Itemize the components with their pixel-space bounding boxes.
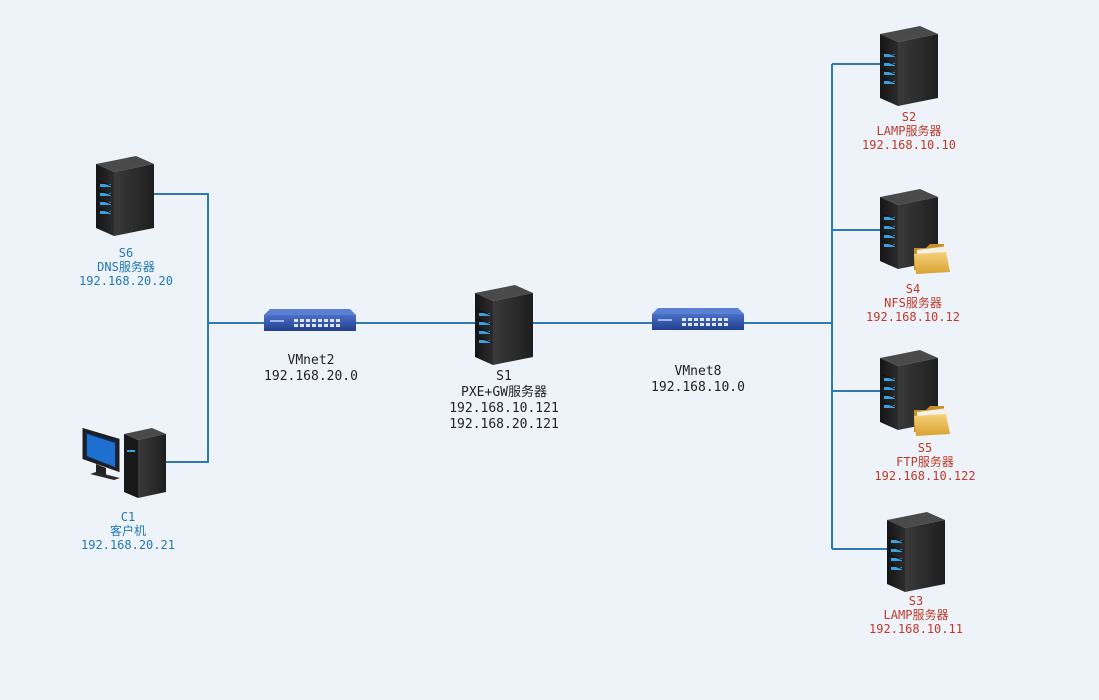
s1-server-icon[interactable] xyxy=(474,284,534,366)
s6-name: S6 xyxy=(118,246,134,260)
vmnet2-network-switch-icon[interactable] xyxy=(264,309,356,331)
s5-ip: 192.168.10.122 xyxy=(874,469,976,483)
connection-lines xyxy=(153,63,888,550)
vmnet8-name: VMnet8 xyxy=(674,364,722,379)
s1-role: PXE+GW服务器 xyxy=(461,385,547,400)
s5-name: S5 xyxy=(917,441,933,455)
s1-name: S1 xyxy=(496,369,512,384)
s3-name: S3 xyxy=(908,594,924,608)
s2-label: S2 LAMP服务器 192.168.10.10 xyxy=(862,110,956,152)
s2-name: S2 xyxy=(901,110,917,124)
c1-name: C1 xyxy=(120,510,136,524)
c1-desktop-computer-icon[interactable] xyxy=(82,427,166,498)
s4-file-server-icon[interactable] xyxy=(879,188,950,274)
s2-role: LAMP服务器 xyxy=(876,124,942,138)
s3-server-icon[interactable] xyxy=(886,511,946,593)
link-c1-to-vmnet2 xyxy=(165,323,209,463)
s5-label: S5 FTP服务器 192.168.10.122 xyxy=(874,441,975,483)
s1-label: S1 PXE+GW服务器 192.168.10.121 192.168.20.1… xyxy=(449,369,559,433)
c1-role: 客户机 xyxy=(109,524,147,538)
s5-file-server-icon[interactable] xyxy=(879,349,950,436)
vmnet8-network-switch-icon[interactable] xyxy=(652,308,744,330)
s3-label: S3 LAMP服务器 192.168.10.11 xyxy=(869,594,963,636)
s6-server-icon[interactable] xyxy=(95,155,155,237)
s2-server-icon[interactable] xyxy=(879,25,939,107)
s5-role: FTP服务器 xyxy=(896,455,954,469)
vmnet8-label: VMnet8 192.168.10.0 xyxy=(651,364,745,396)
s3-ip: 192.168.10.11 xyxy=(869,622,963,636)
vmnet2-name: VMnet2 xyxy=(287,353,335,368)
s6-ip: 192.168.20.20 xyxy=(79,274,173,288)
s1-ip2: 192.168.20.121 xyxy=(449,417,559,432)
s6-role: DNS服务器 xyxy=(97,260,155,274)
s6-label: S6 DNS服务器 192.168.20.20 xyxy=(79,246,173,288)
s1-ip1: 192.168.10.121 xyxy=(449,401,559,416)
s4-role: NFS服务器 xyxy=(884,296,942,310)
s2-ip: 192.168.10.10 xyxy=(862,138,956,152)
c1-label: C1 客户机 192.168.20.21 xyxy=(81,510,175,552)
vmnet2-ip: 192.168.20.0 xyxy=(264,369,358,384)
vmnet8-ip: 192.168.10.0 xyxy=(651,380,745,395)
s4-name: S4 xyxy=(905,282,921,296)
s3-role: LAMP服务器 xyxy=(883,608,949,622)
c1-ip: 192.168.20.21 xyxy=(81,538,175,552)
s4-ip: 192.168.10.12 xyxy=(866,310,960,324)
vmnet2-label: VMnet2 192.168.20.0 xyxy=(264,353,358,385)
s4-label: S4 NFS服务器 192.168.10.12 xyxy=(866,282,960,324)
link-s6-to-vmnet2 xyxy=(153,193,209,323)
